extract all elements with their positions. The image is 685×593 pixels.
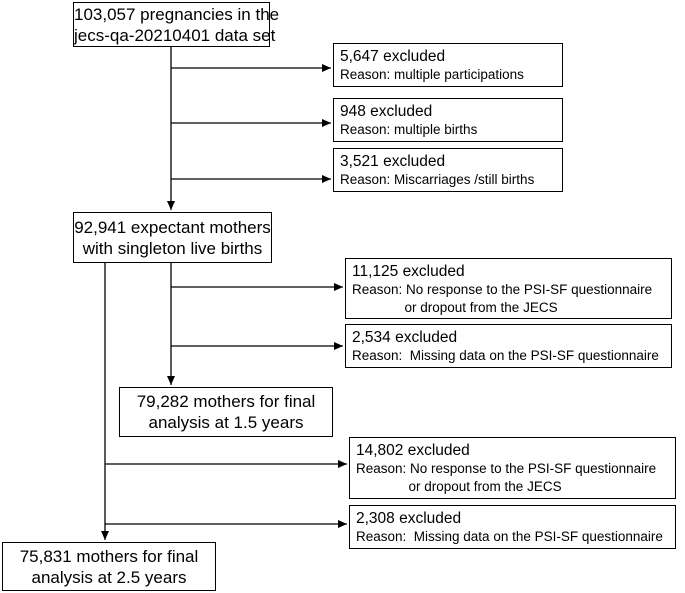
box-excl1: 5,647 excluded Reason: multiple particip… bbox=[333, 43, 563, 87]
excl4-count: 11,125 excluded bbox=[352, 263, 465, 280]
excl1-reason: Reason: multiple participations bbox=[340, 67, 524, 82]
excl4-reason-1: Reason: No response to the PSI-SF questi… bbox=[352, 282, 653, 297]
excl2-count: 948 excluded bbox=[340, 103, 433, 120]
box-excl6: 14,802 excluded Reason: No response to t… bbox=[349, 437, 676, 499]
box-final-2-5-years: 75,831 mothers for final analysis at 2.5… bbox=[2, 542, 216, 591]
final15-line-1: 79,282 mothers for final bbox=[136, 392, 316, 411]
start-line-2: jecs-qa-20210401 data set bbox=[74, 26, 276, 45]
box-excl4: 11,125 excluded Reason: No response to t… bbox=[345, 258, 672, 319]
box-final-1-5-years: 79,282 mothers for final analysis at 1.5… bbox=[119, 387, 333, 437]
excl7-reason: Reason: Missing data on the PSI-SF quest… bbox=[356, 529, 663, 544]
excl2-reason: Reason: multiple births bbox=[340, 122, 478, 137]
box-excl2: 948 excluded Reason: multiple births bbox=[333, 98, 563, 142]
excl4-reason-2: or dropout from the JECS bbox=[352, 300, 558, 315]
final15-line-2: analysis at 1.5 years bbox=[148, 413, 304, 432]
excl1-count: 5,647 excluded bbox=[340, 48, 446, 65]
box-excl7: 2,308 excluded Reason: Missing data on t… bbox=[349, 505, 676, 549]
box-singleton: 92,941 expectant mothers with singleton … bbox=[73, 212, 272, 263]
start-line-1: 103,057 pregnancies in the bbox=[74, 5, 280, 24]
excl5-count: 2,534 excluded bbox=[352, 329, 458, 346]
excl3-count: 3,521 excluded bbox=[340, 153, 446, 170]
excl7-count: 2,308 excluded bbox=[356, 510, 462, 527]
box-excl5: 2,534 excluded Reason: Missing data on t… bbox=[345, 324, 672, 368]
singleton-line-1: 92,941 expectant mothers bbox=[74, 218, 271, 237]
excl6-count: 14,802 excluded bbox=[356, 442, 470, 459]
excl5-reason: Reason: Missing data on the PSI-SF quest… bbox=[352, 348, 659, 363]
box-excl3: 3,521 excluded Reason: Miscarriages /sti… bbox=[333, 148, 563, 192]
box-start: 103,057 pregnancies in the jecs-qa-20210… bbox=[73, 2, 280, 47]
excl3-reason: Reason: Miscarriages /still births bbox=[340, 172, 535, 187]
singleton-line-2: with singleton live births bbox=[82, 239, 263, 258]
final25-line-2: analysis at 2.5 years bbox=[31, 568, 187, 587]
excl6-reason-2: or dropout from the JECS bbox=[356, 479, 562, 494]
excl6-reason-1: Reason: No response to the PSI-SF questi… bbox=[356, 461, 657, 476]
final25-line-1: 75,831 mothers for final bbox=[19, 547, 199, 566]
